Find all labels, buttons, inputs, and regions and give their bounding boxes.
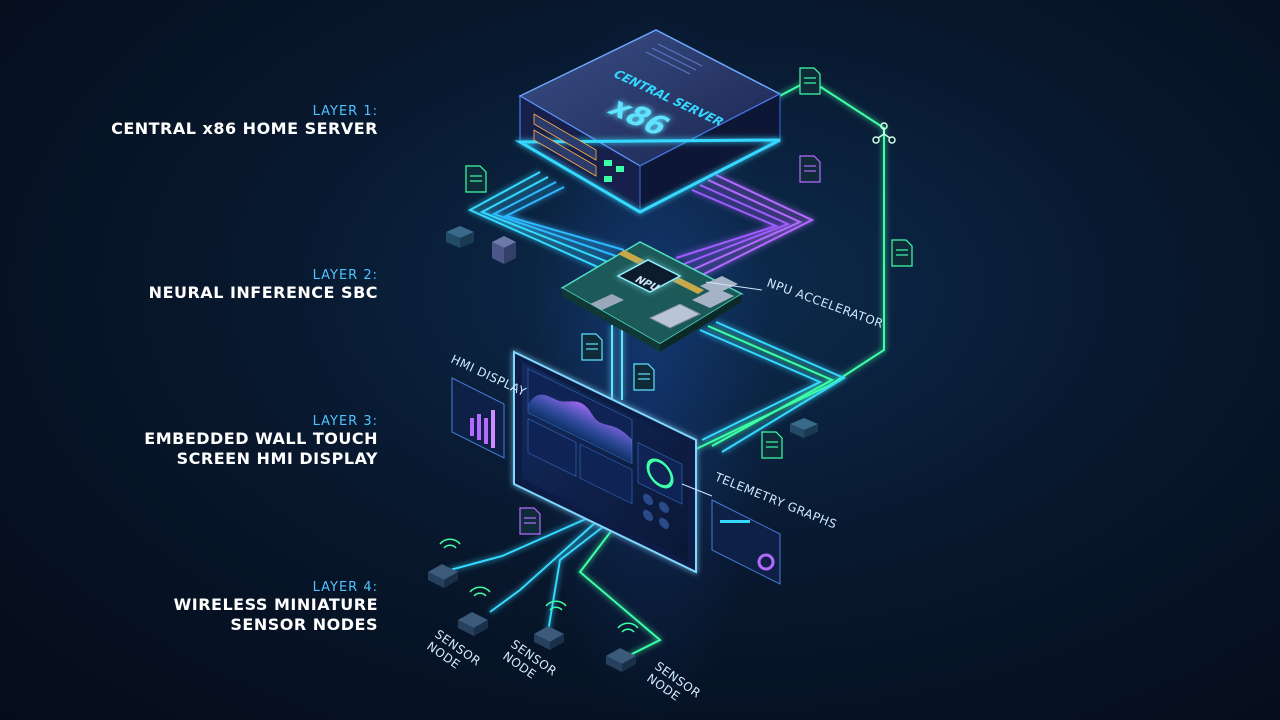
- sensor-node-3: [534, 600, 567, 650]
- trace-purple-2: [691, 179, 803, 271]
- telemetry-callout-line: [681, 483, 713, 497]
- control-knob: [659, 517, 669, 529]
- trace-sbc-display-1: [699, 329, 823, 441]
- layer-2-title: NEURAL INFERENCE SBC: [148, 283, 378, 302]
- document-icon: [519, 507, 541, 535]
- wifi-icon: [469, 586, 491, 597]
- network-hub-icon: [872, 122, 896, 144]
- document-icon: [581, 333, 603, 361]
- layer-4-title-line-1: WIRELESS MINIATURE: [173, 595, 378, 614]
- trace-server-sbc-4: [503, 186, 625, 251]
- status-led: [616, 166, 624, 172]
- cube-icon: [446, 226, 474, 248]
- telemetry-line: [720, 520, 750, 523]
- sensor-nodes: [428, 538, 639, 672]
- document-icon: [891, 239, 913, 267]
- trace-server-sbc-3: [491, 181, 617, 257]
- hmi-side-panel: [451, 377, 505, 459]
- npu-callout-line: [705, 281, 763, 291]
- sensor-node-icon: [458, 612, 488, 636]
- sbc-board-edge: [660, 294, 742, 352]
- control-knob: [659, 501, 669, 513]
- control-knob: [643, 509, 653, 522]
- trace-server-sbc-1: [467, 171, 601, 269]
- telemetry-ring: [757, 553, 775, 571]
- cube-icon: [492, 236, 516, 264]
- trace-node-2: [489, 521, 597, 613]
- central-server: CENTRAL SERVER x86: [514, 29, 782, 214]
- sensor-node-2: [458, 586, 491, 636]
- sensor-node-icon: [606, 648, 636, 672]
- bar-panel: [527, 418, 577, 477]
- status-led: [604, 160, 612, 166]
- wifi-icon: [617, 622, 639, 633]
- usb-port: [700, 276, 738, 294]
- layer-4-label: LAYER 4: WIRELESS MINIATURE SENSOR NODES: [174, 580, 378, 635]
- display-ui: [527, 368, 683, 529]
- layer-2-label: LAYER 2: NEURAL INFERENCE SBC: [149, 268, 378, 303]
- layer-4-number: LAYER 4:: [312, 580, 378, 595]
- sensor-node-icon: [428, 564, 458, 588]
- trace-purple-3: [683, 184, 791, 265]
- layer-1-label: LAYER 1: CENTRAL x86 HOME SERVER: [111, 104, 378, 139]
- layer-1-title: CENTRAL x86 HOME SERVER: [111, 119, 378, 138]
- layer-2-number: LAYER 2:: [312, 268, 378, 283]
- drive-bay: [533, 129, 597, 177]
- layer-3-title-line-1: EMBEDDED WALL TOUCH: [144, 429, 378, 448]
- sensor-node-4: [606, 622, 639, 672]
- trace-node-1: [449, 517, 589, 571]
- trace-server-sbc-2: [479, 176, 609, 263]
- side-bar: [491, 410, 495, 448]
- hdmi-port: [590, 294, 624, 310]
- layer-3-title-line-2: SCREEN HMI DISPLAY: [176, 449, 378, 468]
- wifi-icon: [545, 600, 567, 611]
- side-bar: [477, 414, 481, 440]
- drive-bay: [533, 113, 597, 161]
- neural-sbc: NPU: [560, 241, 744, 352]
- floating-cubes: [446, 226, 818, 438]
- trace-sbc-display-2: [707, 325, 835, 447]
- spike-panel: [579, 443, 633, 505]
- document-icon: [633, 363, 655, 391]
- document-icon: [465, 165, 487, 193]
- layer-3-label: LAYER 3: EMBEDDED WALL TOUCH SCREEN HMI …: [144, 414, 378, 469]
- server-drive-bays: [533, 113, 624, 182]
- layer-1-number: LAYER 1:: [312, 104, 378, 119]
- server-base-glow: [514, 138, 781, 214]
- wave-chart: [528, 394, 632, 464]
- usb-port: [692, 288, 734, 308]
- document-icon: [761, 431, 783, 459]
- status-led: [604, 176, 612, 182]
- layer-4-title-line-2: SENSOR NODES: [230, 615, 378, 634]
- wifi-icon: [439, 538, 461, 549]
- telemetry-panel: [711, 499, 781, 585]
- document-icon: [799, 155, 821, 183]
- side-bar: [484, 418, 488, 444]
- npu-callout: NPU ACCELERATOR: [765, 276, 886, 331]
- trace-purple-1: [699, 174, 815, 277]
- side-bar: [470, 418, 474, 436]
- ethernet-port: [648, 303, 702, 329]
- connection-traces: [449, 78, 885, 656]
- sensor-node-icon: [534, 626, 564, 650]
- document-icons: [465, 67, 913, 535]
- server-vents: [645, 43, 703, 75]
- trace-sbc-display-3: [715, 321, 847, 453]
- sensor-node-1: [428, 538, 461, 588]
- sbc-board-edge: [562, 288, 660, 352]
- gauge-ring: [646, 458, 674, 489]
- trace-node-4: [578, 529, 662, 656]
- cube-icon: [790, 418, 818, 438]
- trace-purple-4: [675, 189, 779, 259]
- layer-3-number: LAYER 3:: [312, 414, 378, 429]
- control-knob: [643, 493, 653, 506]
- document-icon: [799, 67, 821, 95]
- npu-chip: [616, 259, 682, 293]
- hmi-display: [513, 350, 697, 574]
